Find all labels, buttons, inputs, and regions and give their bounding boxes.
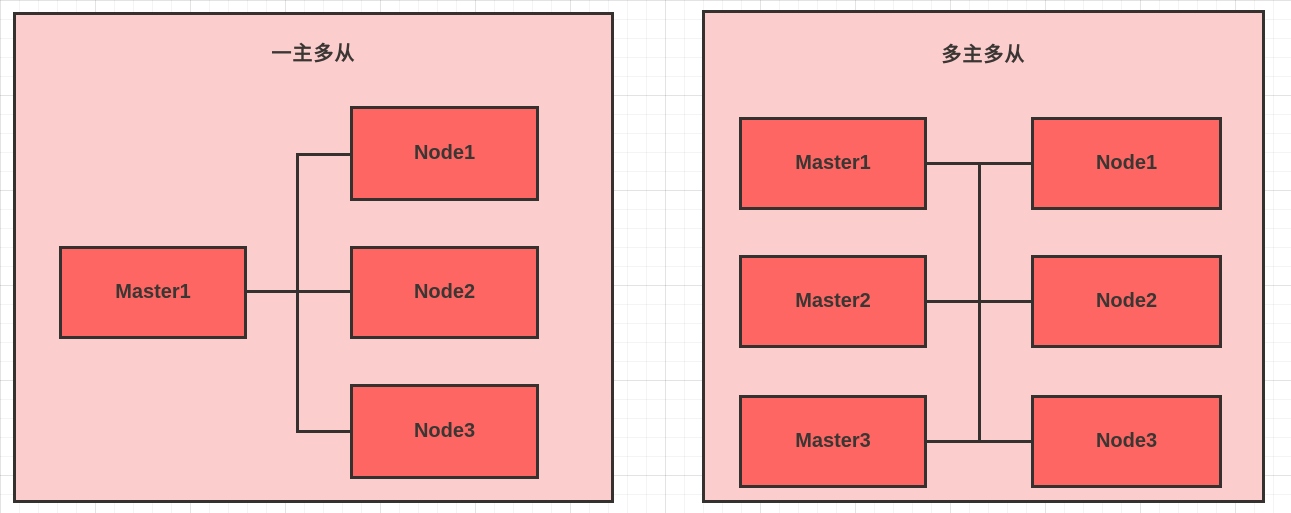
connector-spine [978, 162, 981, 443]
connector-branch-node3 [296, 430, 350, 433]
box-node1: Node1 [1031, 117, 1222, 210]
panel-title: 多主多从 [941, 44, 1026, 66]
panel-multi-master-multi-slave: 多主多从 Master1 Node1 Master2 Node2 Master3… [702, 10, 1265, 503]
box-node1: Node1 [350, 106, 539, 201]
connector-spine [296, 153, 299, 433]
box-node2: Node2 [350, 246, 539, 339]
box-node3: Node3 [350, 384, 539, 479]
box-master3: Master3 [739, 395, 927, 488]
connector-branch-node1 [296, 153, 350, 156]
box-master1: Master1 [739, 117, 927, 210]
box-master2: Master2 [739, 255, 927, 348]
panel-title: 一主多从 [271, 43, 356, 65]
panel-single-master-multi-slave: 一主多从 Master1 Node1 Node2 Node3 [13, 12, 614, 503]
box-node3: Node3 [1031, 395, 1222, 488]
box-node2: Node2 [1031, 255, 1222, 348]
box-master1: Master1 [59, 246, 247, 339]
